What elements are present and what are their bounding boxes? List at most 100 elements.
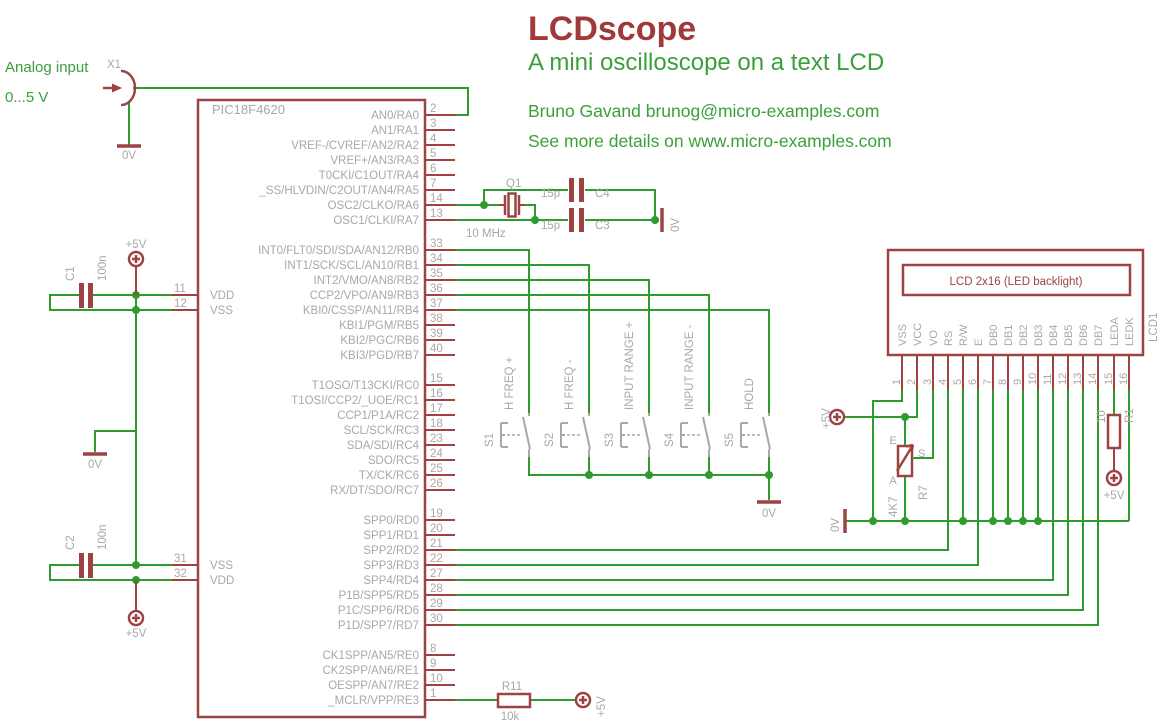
junction-dot — [959, 517, 967, 525]
wire-left-power — [49, 294, 172, 581]
oscillator-section: Q1 10 MHz 15p C4 15p C3 0V — [466, 178, 682, 240]
pin-number: 34 — [430, 253, 443, 265]
pin-number: 8 — [430, 643, 436, 655]
pin-number: 11 — [174, 283, 186, 295]
plus-icon — [132, 614, 140, 622]
lcd-pin-number: 5 — [952, 379, 964, 385]
lcd-pin-name: VSS — [897, 324, 909, 346]
pin-label: SPP3/RD3 — [363, 560, 419, 572]
pin-label: VDD — [210, 575, 234, 587]
c2-plate — [88, 553, 93, 578]
pin-label: P1B/SPP5/RD5 — [338, 590, 419, 602]
plus5v-label: +5V — [821, 408, 833, 429]
pin-number: 28 — [430, 583, 443, 595]
lcd-pin-number: 9 — [1012, 379, 1024, 385]
pin-label: VSS — [210, 305, 233, 317]
buttons-section: S1 H FREQ + S2 H FREQ - S3 INPUT RANGE +… — [484, 321, 781, 520]
wires — [49, 87, 1130, 701]
c1-ref: C1 — [65, 266, 77, 281]
c4-plate — [579, 178, 584, 202]
c3-ref: C3 — [595, 220, 610, 232]
pin-label: RX/DT/SDO/RC7 — [330, 485, 419, 497]
pin-number: 17 — [430, 403, 443, 415]
chip-pin-stubs-left — [172, 294, 198, 581]
junction-dots — [132, 201, 1042, 584]
c2-ref: C2 — [65, 535, 77, 550]
x1-ref: X1 — [107, 59, 121, 71]
pin-number: 25 — [430, 463, 443, 475]
pin-label: KBI0/CSSP/AN11/RB4 — [303, 305, 420, 317]
plus5v-symbol — [828, 408, 846, 426]
pin-number: 29 — [430, 598, 443, 610]
lcd-pin-name: LEDA — [1109, 317, 1121, 346]
chip-name: PIC18F4620 — [212, 102, 285, 117]
switch-ref: S2 — [544, 433, 556, 447]
lcd-support-parts: +5V E S A 4K7 R7 0V 10 R1 +5V — [821, 408, 1136, 533]
junction-dot — [645, 471, 653, 479]
wire-switch-feeds — [455, 249, 770, 413]
lcd-pin-number: 6 — [967, 379, 979, 385]
lcd-pin-number: 3 — [922, 379, 934, 385]
mclr-pullup: R11 10k +5V — [496, 681, 608, 723]
pin-label: CCP1/P1A/RC2 — [337, 410, 419, 422]
lcd-pin-number: 1 — [891, 379, 903, 385]
plus-icon — [1110, 474, 1118, 482]
pin-label: INT1/SCK/SCL/AN10/RB1 — [284, 260, 419, 272]
r1-body — [1106, 413, 1122, 450]
wire-lcd-data-bundle — [455, 390, 1099, 626]
pin-number: 16 — [430, 388, 443, 400]
junction-dot — [901, 517, 909, 525]
pin-label: P1C/SPP6/RD6 — [338, 605, 419, 617]
switch-ref: S4 — [664, 432, 676, 447]
plus5v-symbol — [1105, 469, 1123, 487]
pin-number: 10 — [430, 673, 443, 685]
pin-label: INT0/FLT0/SDI/SDA/AN12/RB0 — [258, 245, 419, 257]
lcd-pin-number: 14 — [1087, 373, 1099, 385]
lcd-pin-number: 10 — [1027, 373, 1039, 385]
switch-function-label: H FREQ + — [504, 356, 516, 410]
pin-label: KBI3/PGD/RB7 — [340, 350, 419, 362]
junction-dot — [585, 471, 593, 479]
pin-label: T0CKI/C1OUT/RA4 — [319, 170, 420, 182]
lcd-pin-number: 2 — [906, 379, 918, 385]
lcd-title: LCD 2x16 (LED backlight) — [950, 276, 1083, 288]
pin-number: 27 — [430, 568, 443, 580]
ground-label: 0V — [830, 518, 842, 532]
lcd-pin-name: DB5 — [1063, 325, 1075, 346]
junction-dot — [1004, 517, 1012, 525]
junction-dot — [1019, 517, 1027, 525]
pin-label: OSC1/CLKI/RA7 — [333, 215, 419, 227]
lcd-pin-name: R/W — [958, 324, 970, 346]
pin-label: CK1SPP/AN5/RE0 — [322, 650, 419, 662]
pin-label: KBI2/PGC/RB6 — [340, 335, 419, 347]
pin-number: 32 — [174, 568, 187, 580]
pin-label: SPP4/RD4 — [363, 575, 419, 587]
c2-value: 100n — [97, 524, 109, 550]
switch-ref: S1 — [484, 433, 496, 447]
junction-dot — [901, 413, 909, 421]
more-details-line: See more details on www.micro-examples.c… — [528, 131, 892, 151]
lcd-ref: LCD1 — [1148, 313, 1160, 342]
plus-icon — [833, 413, 841, 421]
page-title: LCDscope — [528, 10, 696, 48]
pin-number: 13 — [430, 208, 443, 220]
r7-body — [896, 444, 914, 478]
switch-contacts — [500, 413, 771, 457]
junction-dot — [1034, 517, 1042, 525]
switch-function-label: INPUT RANGE + — [624, 321, 636, 410]
switch-function-label: HOLD — [744, 378, 756, 410]
switch-function-label: INPUT RANGE - — [684, 324, 696, 410]
pin-label: _MCLR/VPP/RE3 — [327, 695, 419, 707]
q1-ref: Q1 — [506, 178, 521, 190]
pin-number: 26 — [430, 478, 443, 490]
pin-number: 24 — [430, 448, 443, 460]
chip-pin-stubs-right — [425, 114, 455, 701]
lcd-connector: LCD 2x16 (LED backlight) LCD1 VSS VCC VO… — [886, 248, 1160, 390]
pin-number: 2 — [430, 103, 436, 115]
junction-dot — [531, 216, 539, 224]
pin-number: 38 — [430, 313, 443, 325]
pin-number: 9 — [430, 658, 436, 670]
pot-terminal-a: A — [889, 475, 897, 487]
pin-number: 15 — [430, 373, 443, 385]
